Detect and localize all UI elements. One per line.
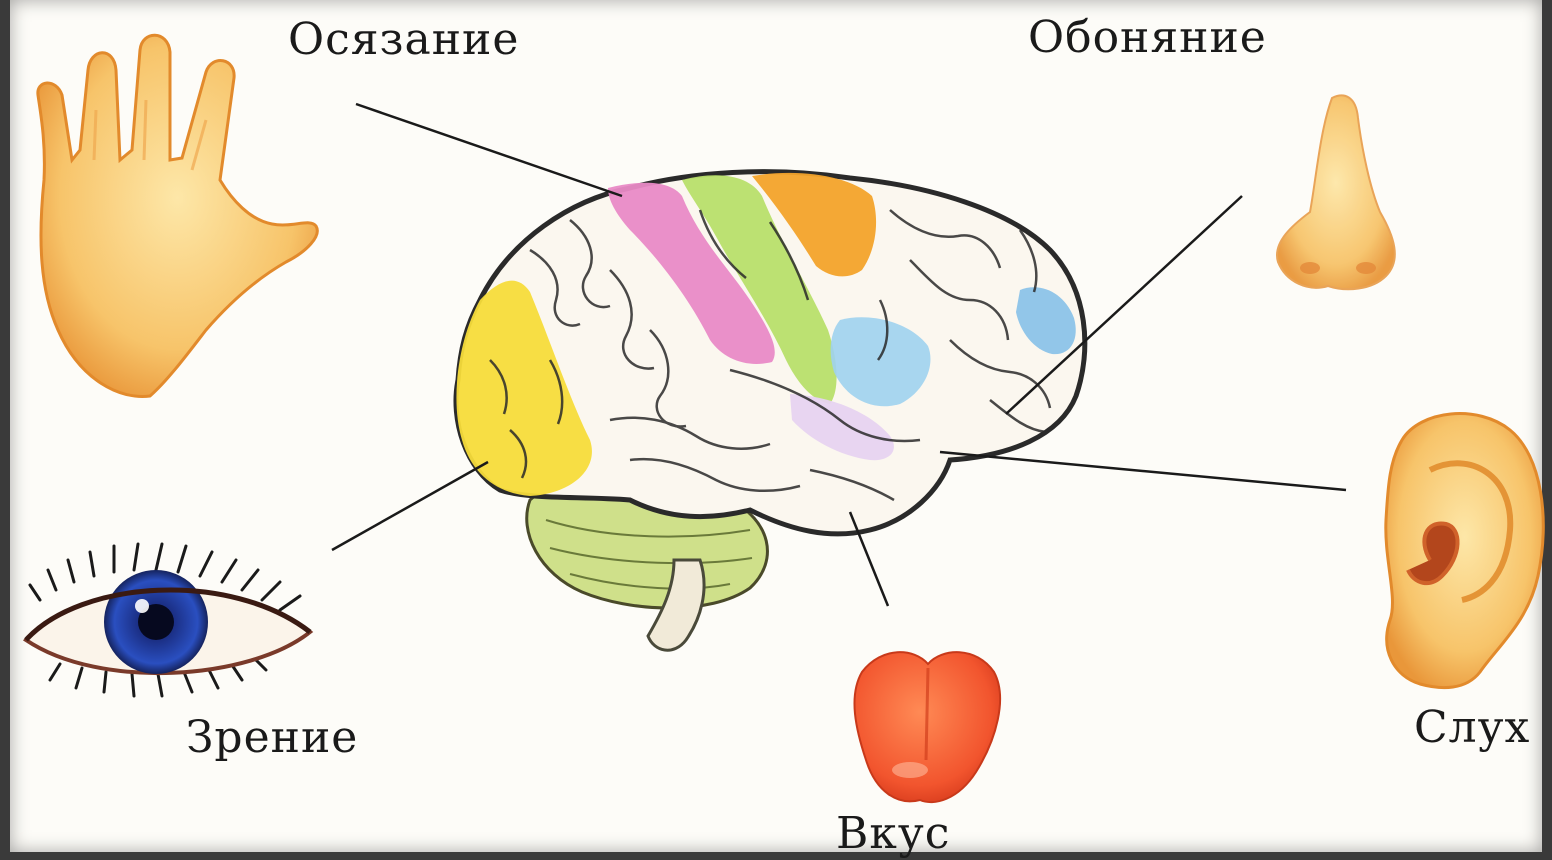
vision-connector — [332, 462, 488, 550]
eye-icon — [26, 544, 310, 696]
touch-label: Осязание — [288, 14, 519, 65]
smell-label: Обоняние — [1028, 12, 1267, 63]
touch-connector — [356, 104, 622, 196]
hearing-connector — [940, 452, 1346, 490]
ear-icon — [1386, 414, 1543, 688]
hand-icon — [38, 35, 317, 396]
hearing-label: Слух — [1414, 702, 1530, 753]
nose-icon — [1277, 95, 1395, 289]
tongue-icon — [854, 652, 1000, 802]
vision-label: Зрение — [186, 712, 358, 763]
brain-icon — [456, 172, 1085, 651]
taste-label: Вкус — [836, 808, 950, 859]
